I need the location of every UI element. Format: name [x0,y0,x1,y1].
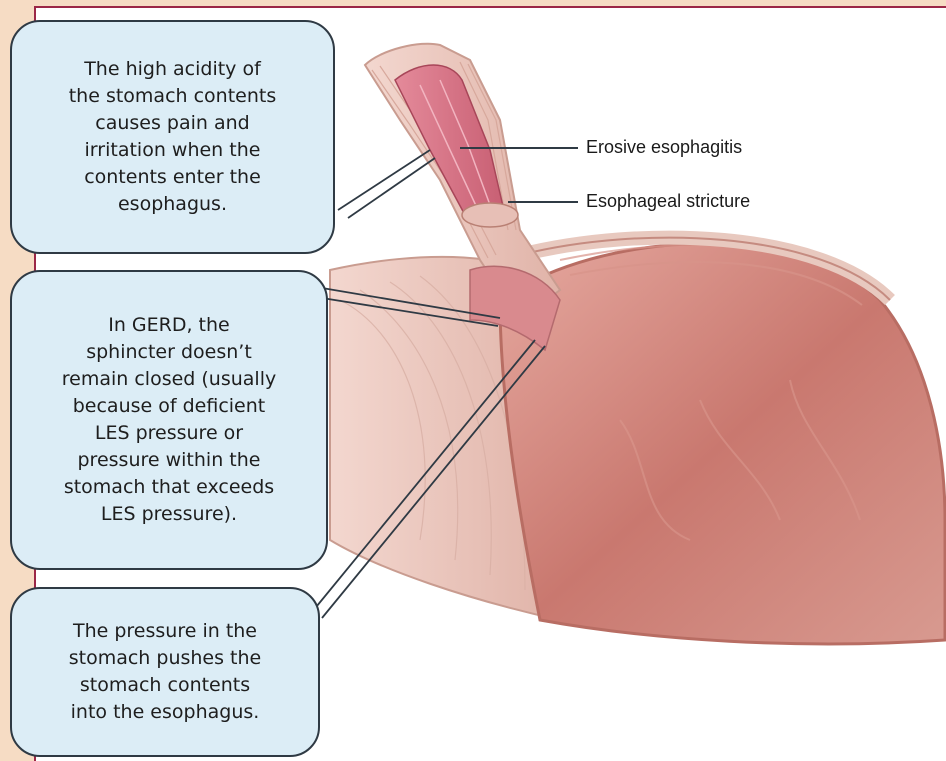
callout-high-acidity: The high acidity of the stomach contents… [10,20,335,254]
callout-stomach-pressure: The pressure in the stomach pushes the s… [10,587,320,757]
label-erosive-esophagitis: Erosive esophagitis [586,137,742,158]
label-esophageal-stricture: Esophageal stricture [586,191,750,212]
callout-sphincter: In GERD, the sphincter doesn’t remain cl… [10,270,328,570]
callout-tail-acidity [338,150,435,218]
stricture-ring [462,203,518,227]
